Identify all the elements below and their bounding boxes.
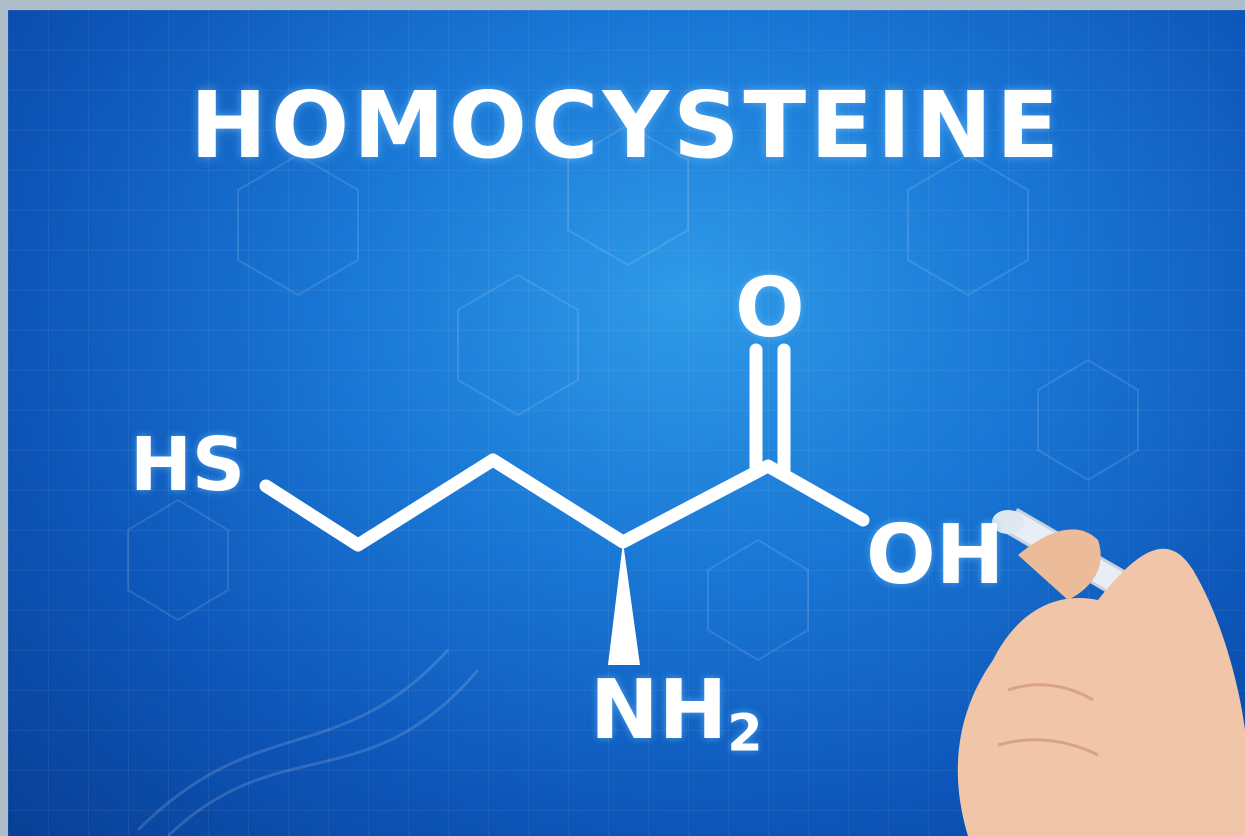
background-hexagons <box>127 123 1139 662</box>
atom-hydroxyl: OH <box>866 508 1005 603</box>
atom-amine: NH2 <box>590 670 763 760</box>
molecule-drawing <box>127 123 1245 836</box>
hand-holding-marker-icon <box>957 508 1245 836</box>
atom-thiol: HS <box>130 422 246 508</box>
dna-helix-icon <box>136 648 480 836</box>
amine-main: NH <box>590 663 728 758</box>
amine-subscript: 2 <box>727 703 763 763</box>
atom-carbonyl-oxygen: O <box>735 261 805 356</box>
page-title: HOMOCYSTEINE <box>189 72 1064 179</box>
bond-lines <box>259 343 870 552</box>
wedge-bond <box>608 542 640 665</box>
photo: HOMOCYSTEINE HS O OH NH2 <box>8 10 1245 836</box>
